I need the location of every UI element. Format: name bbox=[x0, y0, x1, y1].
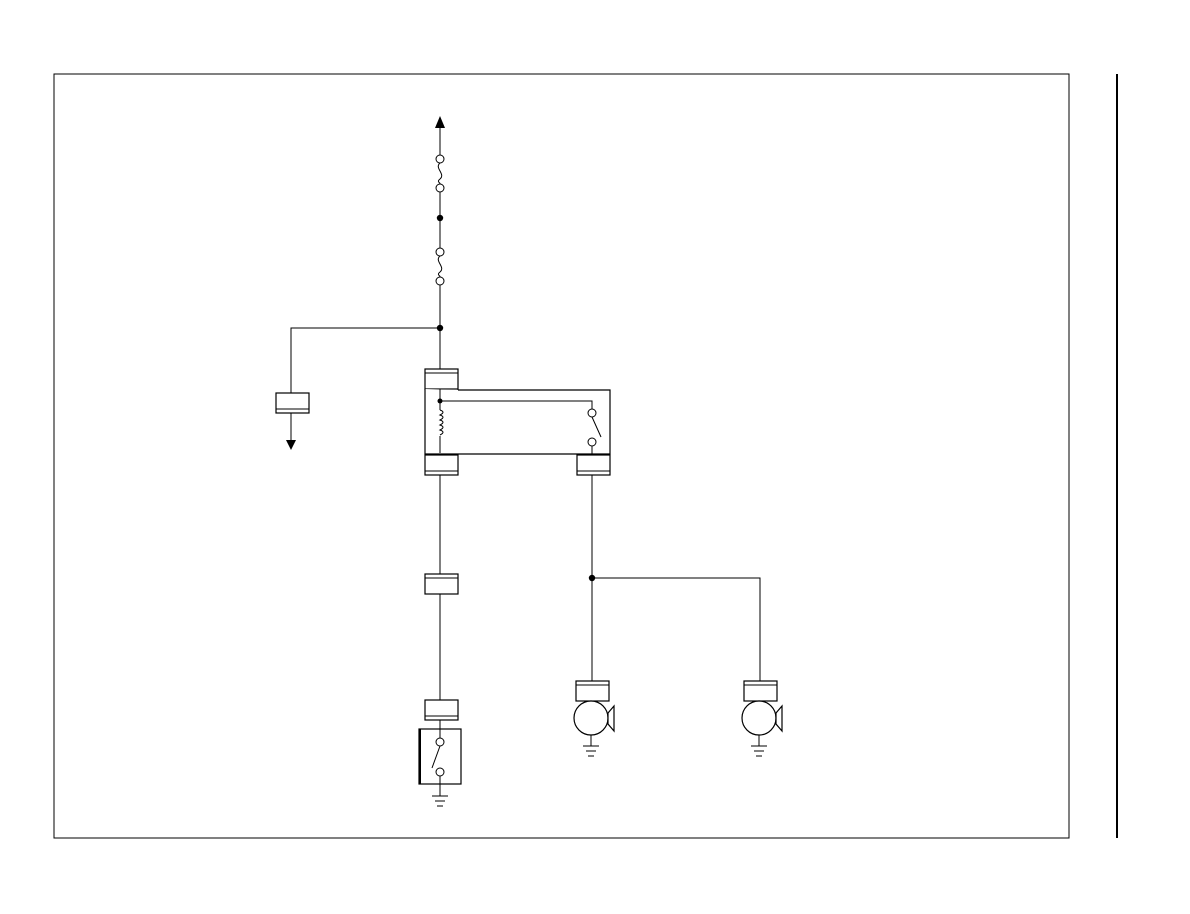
relay-switch-icon bbox=[587, 408, 602, 454]
fuse-icon bbox=[435, 247, 445, 286]
horn-circuit bbox=[573, 475, 783, 757]
left-branch bbox=[275, 327, 440, 450]
ground-icon bbox=[432, 795, 448, 807]
horn-icon bbox=[741, 680, 783, 746]
arrow-down-icon bbox=[286, 440, 296, 450]
connector-icon bbox=[275, 392, 310, 414]
connector-icon bbox=[576, 454, 611, 476]
switch-icon bbox=[418, 720, 462, 796]
switch-circuit bbox=[418, 475, 462, 807]
junction-dot-icon bbox=[436, 214, 444, 222]
connector-icon bbox=[424, 454, 459, 476]
connector-icon bbox=[424, 573, 459, 595]
connector-icon bbox=[424, 699, 459, 721]
arrow-up-icon bbox=[435, 116, 445, 128]
horn-icon bbox=[573, 680, 615, 746]
fuse-icon bbox=[435, 154, 445, 193]
power-feed bbox=[435, 116, 445, 369]
page-frame bbox=[53, 73, 1070, 839]
relay-coil-icon bbox=[434, 409, 446, 436]
ground-icon bbox=[751, 745, 767, 757]
connector-icon bbox=[424, 368, 459, 390]
ground-icon bbox=[583, 745, 599, 757]
relay-body bbox=[424, 389, 611, 455]
relay bbox=[424, 368, 611, 476]
